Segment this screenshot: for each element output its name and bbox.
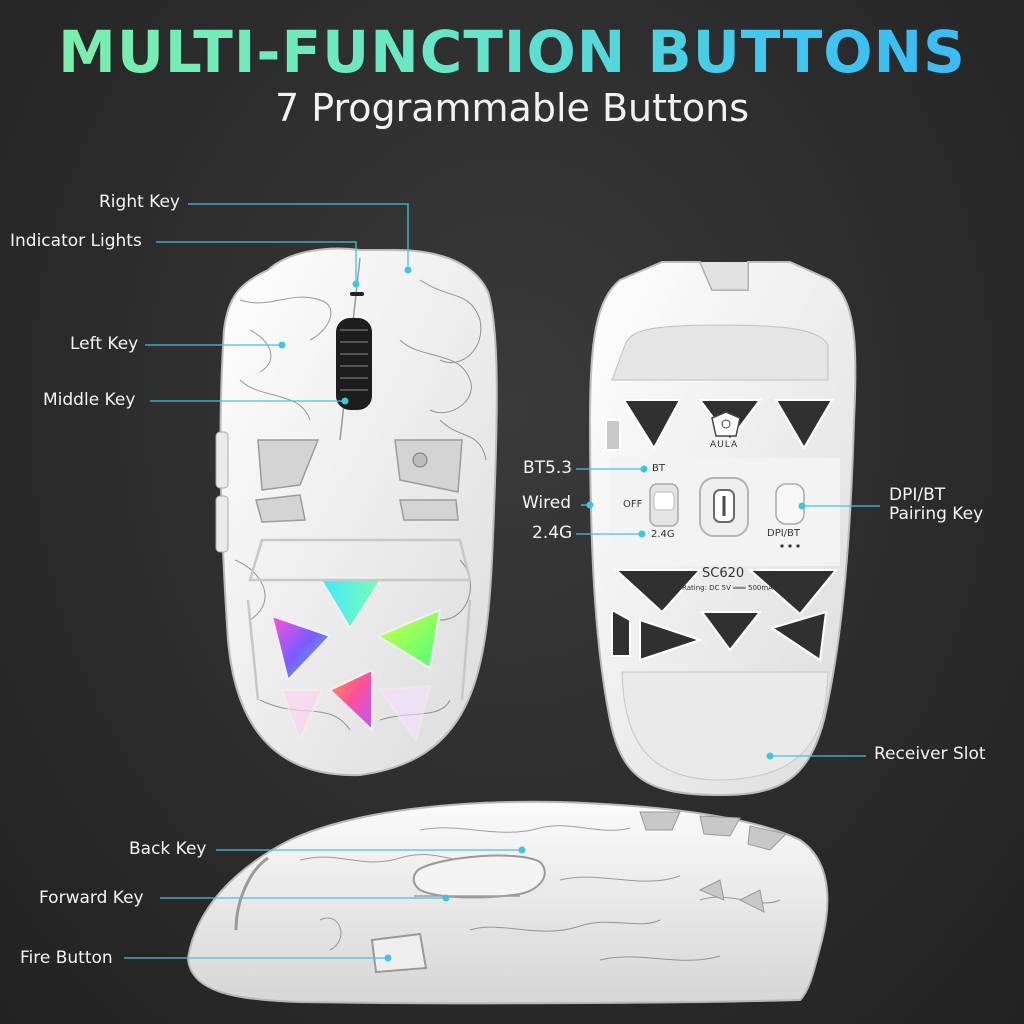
page-subtitle: 7 Programmable Buttons bbox=[274, 86, 750, 130]
label-forward-key: Forward Key bbox=[39, 888, 144, 908]
label-wired: Wired bbox=[522, 493, 572, 513]
switch-label-off: OFF bbox=[623, 499, 643, 510]
label-dpi-bt: DPI/BT bbox=[889, 485, 946, 505]
rating-text: Rating: DC 5V ═══ 500mA bbox=[682, 584, 773, 592]
mouse-bottom-view bbox=[588, 261, 857, 797]
label-right-key: Right Key bbox=[99, 192, 180, 212]
switch-label-bt: BT bbox=[652, 463, 665, 474]
label-receiver-slot: Receiver Slot bbox=[874, 744, 986, 764]
model-name: SC620 bbox=[702, 566, 745, 581]
switch-label-24g: 2.4G bbox=[651, 529, 675, 540]
mouse-side-view bbox=[186, 800, 829, 1005]
label-pairing-key: Pairing Key bbox=[889, 504, 984, 524]
callout-lines bbox=[124, 203, 880, 959]
label-back-key: Back Key bbox=[129, 839, 207, 859]
label-indicator-lights: Indicator Lights bbox=[10, 231, 142, 251]
label-24g: 2.4G bbox=[532, 523, 573, 543]
label-bt53: BT5.3 bbox=[523, 458, 573, 478]
page-title: MULTI-FUNCTION BUTTONS bbox=[0, 18, 1024, 86]
label-fire-button: Fire Button bbox=[20, 948, 113, 968]
mouse-top-view bbox=[215, 247, 498, 777]
label-middle-key: Middle Key bbox=[43, 390, 136, 410]
brand-logo-text: AULA bbox=[710, 440, 739, 450]
callout-dots bbox=[278, 266, 806, 962]
dpi-button-text: DPI/BT bbox=[767, 528, 801, 539]
label-left-key: Left Key bbox=[70, 334, 139, 354]
